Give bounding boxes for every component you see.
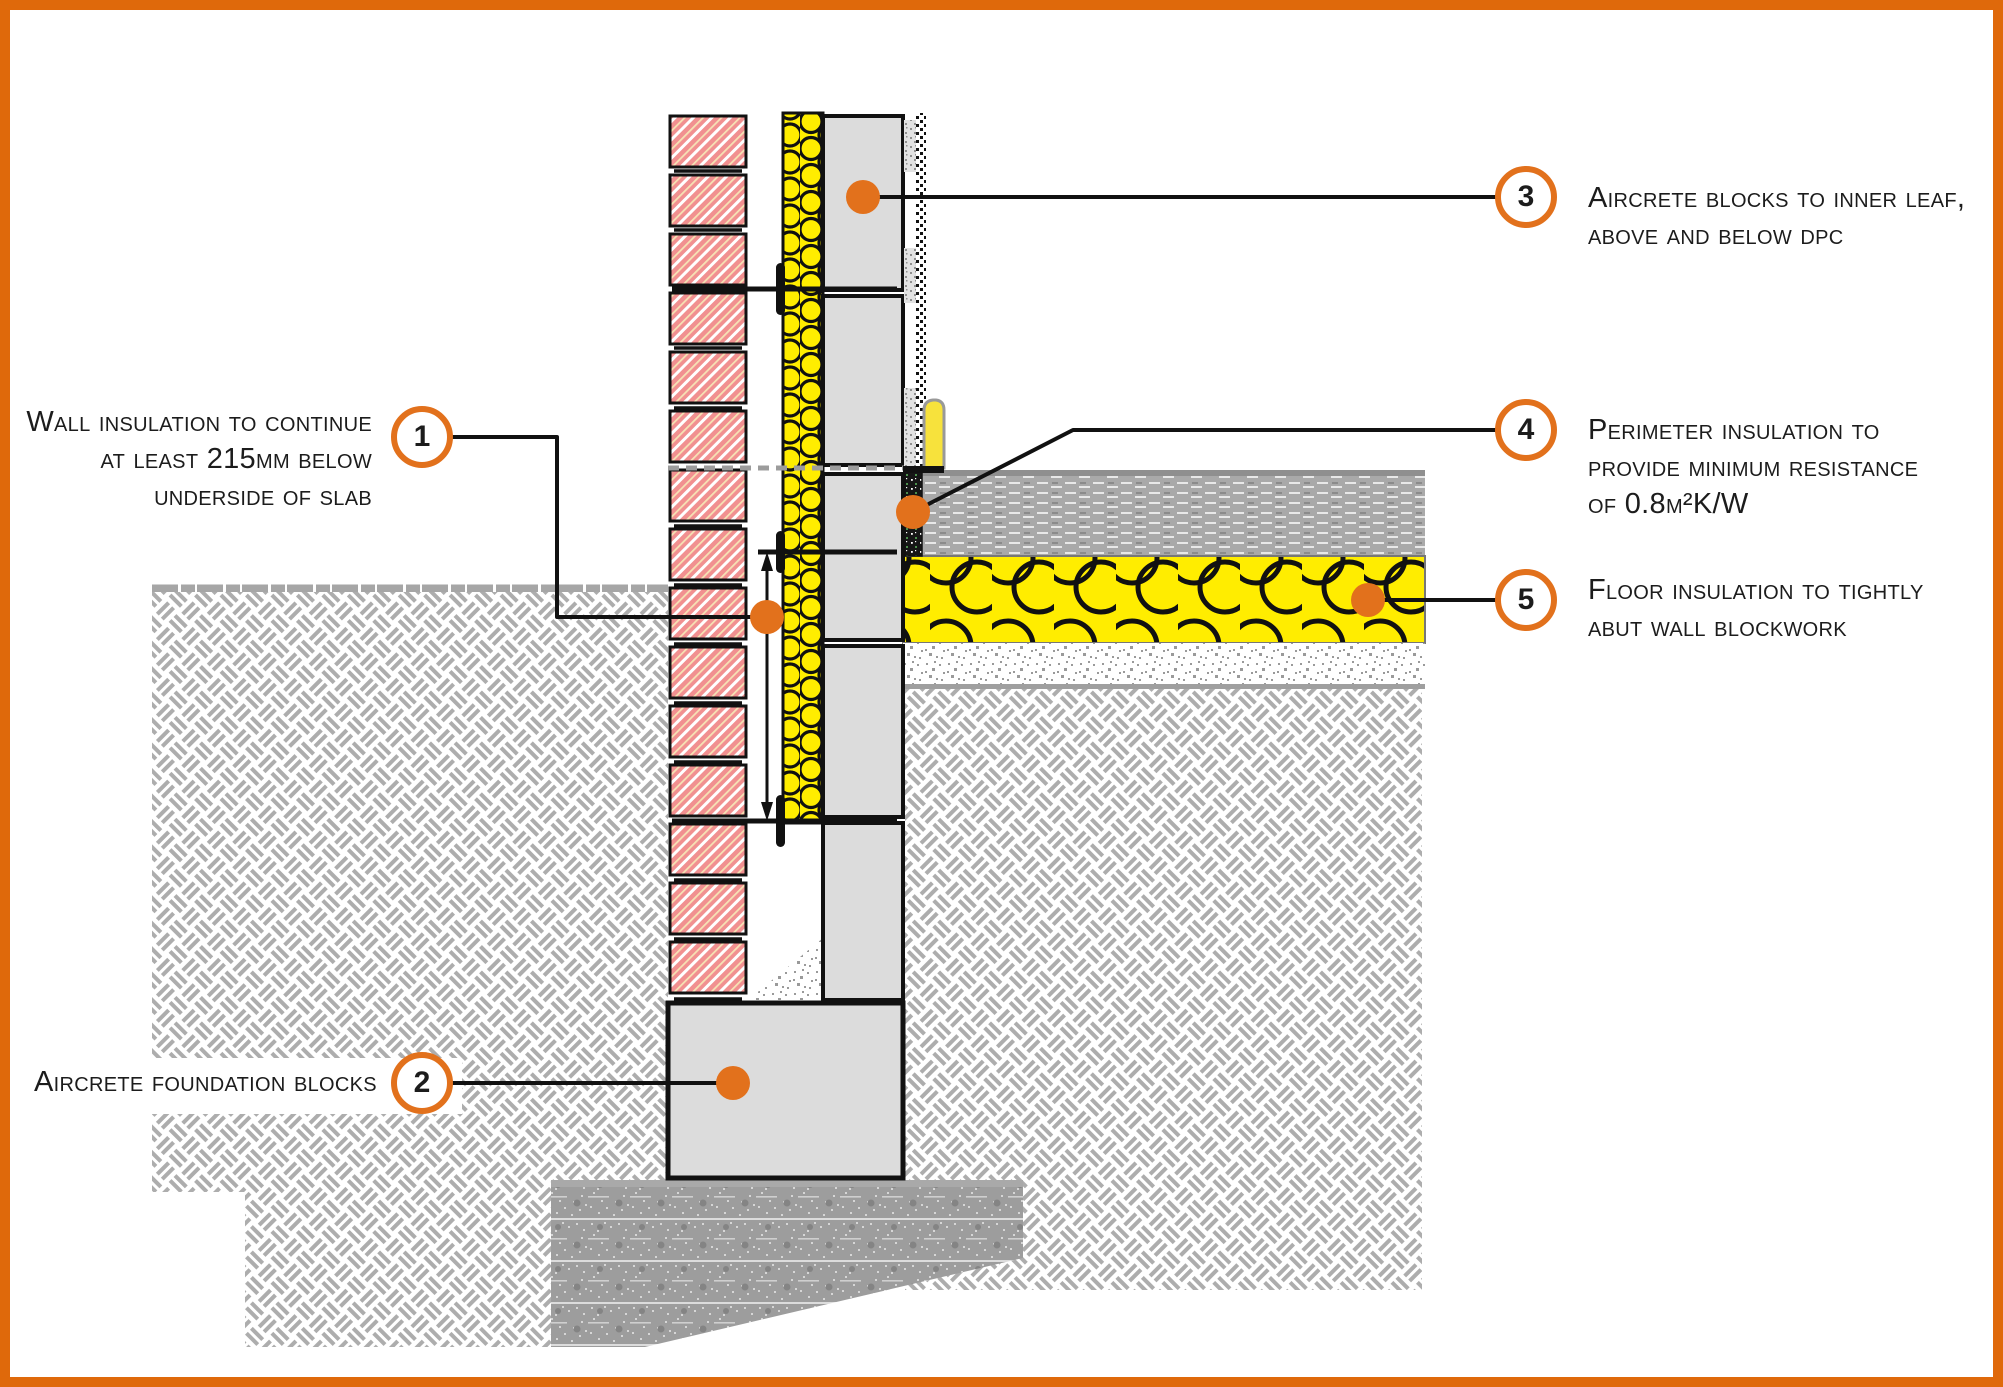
callout-marker-3: 3 [1495, 166, 1557, 228]
footing-top-line [551, 1180, 1023, 1187]
callout-2-text: Aircrete foundation blocks [34, 1064, 377, 1101]
leader-1 [422, 435, 767, 619]
callout-1-line: underside of slab [154, 480, 372, 512]
aircrete-inner-leaf [821, 114, 905, 1002]
callout-1-line: at least 215mm below [100, 443, 372, 475]
dimension-215mm [761, 552, 773, 821]
callout-marker-4: 4 [1495, 399, 1557, 461]
blinding-layer [903, 643, 1425, 686]
blinding-bottom-line [903, 684, 1425, 689]
callout-1-text: Wall insulation to continue at least 215… [20, 404, 372, 515]
callout-5-line: abut wall blockwork [1588, 611, 1847, 643]
callout-2-line: Aircrete foundation blocks [34, 1066, 377, 1098]
leader-dot-5 [1351, 583, 1385, 617]
callout-4-line: Perimeter insulation to [1588, 414, 1880, 446]
callout-3-line: above and below dpc [1588, 219, 1844, 251]
leader-dot-1 [750, 600, 784, 634]
callout-3-line: Aircrete blocks to inner leaf, [1588, 182, 1966, 214]
adhesive-dab [904, 120, 916, 172]
callout-1-line: Wall insulation to continue [26, 406, 372, 438]
leader-dot-2 [716, 1066, 750, 1100]
external-ground-hatch-lower [245, 1192, 552, 1347]
floor-dpc-lap [903, 466, 944, 473]
callout-4-text: Perimeter insulation to provide minimum … [1588, 412, 1918, 523]
callout-4-line: of 0.8m²K/W [1588, 488, 1749, 520]
skirting-board [922, 398, 946, 470]
label-2-background-band [25, 1058, 462, 1114]
callout-5-line: Floor insulation to tightly [1588, 574, 1924, 606]
leader-dot-4 [896, 495, 930, 529]
floor-screed-slab [922, 476, 1425, 556]
callout-marker-1: 1 [391, 406, 453, 468]
leader-dots [716, 180, 1385, 1100]
callout-3-text: Aircrete blocks to inner leaf, above and… [1588, 180, 1965, 254]
brick-outer-leaf [668, 114, 748, 1001]
floor-surface-line [922, 470, 1425, 476]
callout-marker-5: 5 [1495, 569, 1557, 631]
leader-dot-3 [846, 180, 880, 214]
callout-marker-2: 2 [391, 1052, 453, 1114]
adhesive-dab [904, 388, 916, 466]
concrete-footing [551, 1187, 1023, 1347]
floor-insulation [902, 555, 1426, 644]
adhesive-dab [904, 248, 916, 303]
aircrete-foundation-block [665, 1000, 906, 1181]
callout-4-line: provide minimum resistance [1588, 451, 1919, 483]
callout-5-text: Floor insulation to tightly abut wall bl… [1588, 572, 1924, 646]
leader-4 [912, 428, 1526, 514]
plasterboard-strip [916, 113, 926, 470]
insulation-retaining-clips [776, 263, 785, 847]
cavity-mortar-wedge [748, 938, 823, 1000]
plasterboard-lining [904, 113, 926, 470]
